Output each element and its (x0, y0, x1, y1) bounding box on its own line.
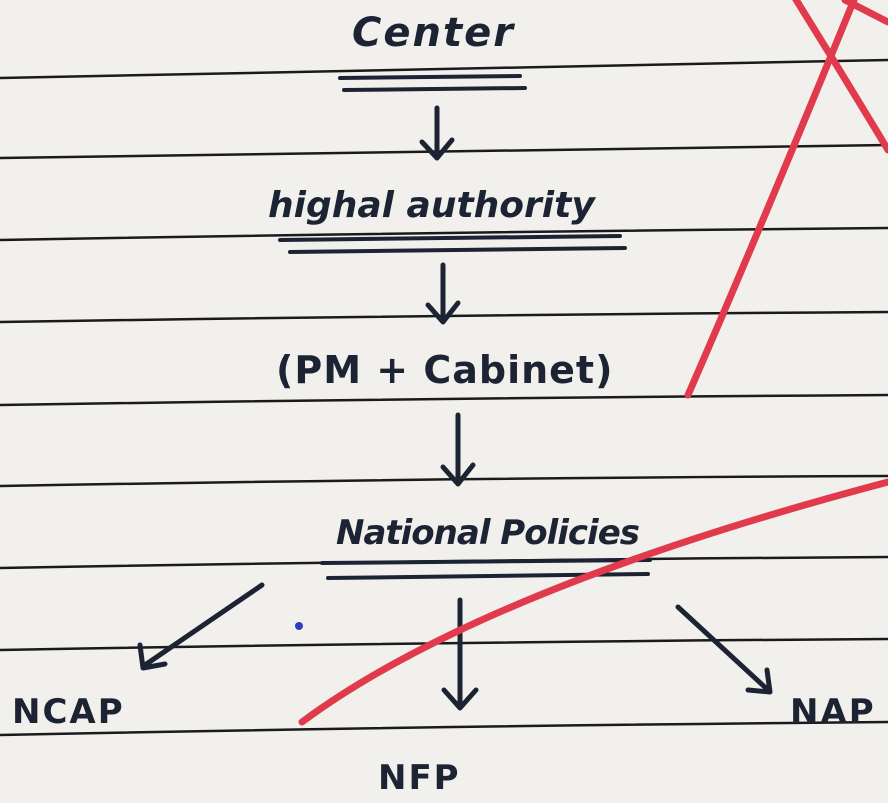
node-center: Center (352, 10, 515, 56)
arrow-policies-to-nap (675, 604, 773, 695)
node-pm-cabinet: (PM + Cabinet) (276, 348, 614, 392)
ink-dot (295, 622, 303, 630)
arrow-policies-to-ncap (137, 582, 265, 671)
ruled-line (0, 58, 888, 80)
node-higher-authority: highal authority (268, 185, 595, 226)
center-underline (342, 86, 527, 92)
authority-underline (278, 234, 622, 242)
policies-underline (320, 558, 652, 565)
ruled-line (0, 474, 888, 488)
ruled-line (0, 393, 888, 407)
red-cross-marks (298, 0, 888, 726)
red-strike-top-short (841, 0, 888, 26)
arrow-pm-to-policies (440, 412, 476, 487)
flow-arrows (137, 105, 773, 711)
red-strike-top-right (792, 0, 888, 154)
node-nfp: NFP (378, 758, 461, 798)
node-nap: NAP (790, 692, 876, 732)
arrow-policies-to-nfp (441, 597, 479, 711)
ruled-line (0, 720, 888, 737)
node-ncap: NCAP (12, 692, 125, 732)
arrow-authority-to-pm (425, 262, 461, 325)
center-underline (338, 74, 522, 80)
arrow-center-to-authority (419, 105, 455, 161)
node-national-policies: National Policies (336, 513, 640, 553)
red-strike-lower (298, 478, 888, 726)
authority-underline (288, 246, 627, 254)
ruled-lines (0, 58, 888, 737)
ruled-line (0, 637, 888, 652)
